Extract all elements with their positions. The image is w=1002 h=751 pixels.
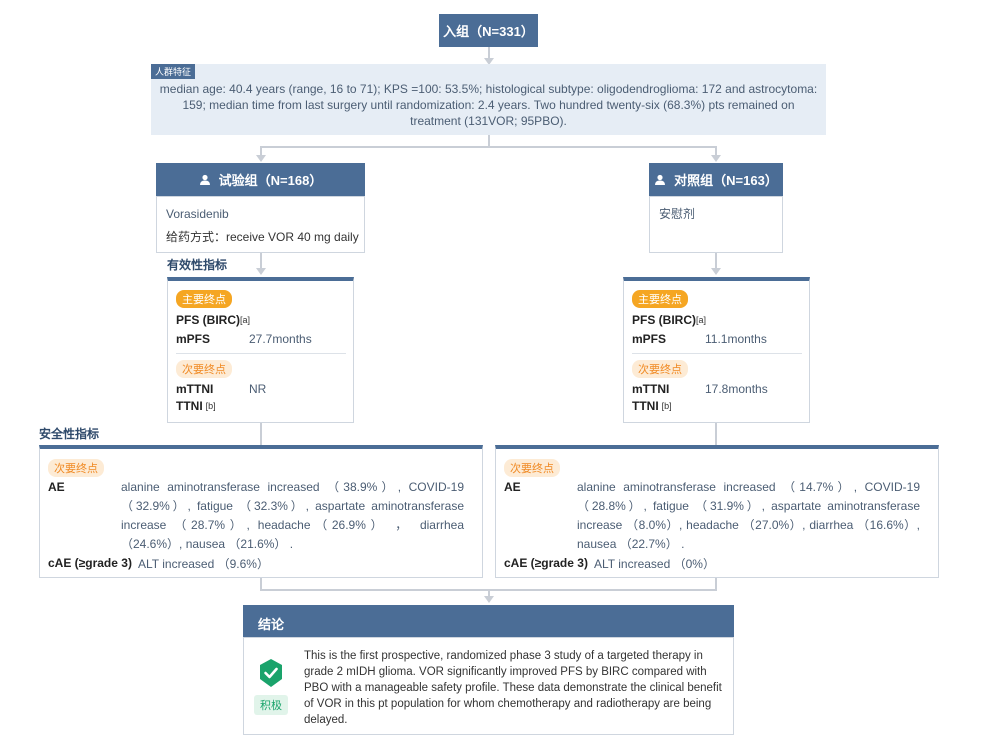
control-drug: 安慰剂	[659, 207, 696, 221]
connector	[715, 253, 717, 269]
trial-safety-box: 次要终点 AE alanine aminotransferase increas…	[39, 445, 483, 578]
control-efficacy-box: 主要终点 PFS (BIRC)[a] mPFS 11.1months 次要终点 …	[623, 277, 810, 423]
pfs-note: [a]	[240, 315, 251, 325]
connector	[715, 578, 717, 590]
mttni-value: 17.8months	[705, 382, 768, 396]
mpfs-value: 27.7months	[249, 332, 312, 346]
secondary-endpoint-badge: 次要终点	[176, 360, 232, 378]
arrow	[711, 268, 721, 275]
cae-value: ALT increased （9.6%）	[138, 557, 269, 571]
cae-value: ALT increased （0%）	[594, 557, 715, 571]
connector	[488, 589, 490, 597]
control-arm-header: 对照组（N=163）	[649, 163, 783, 196]
conclusion-text: This is the first prospective, randomize…	[304, 650, 722, 726]
conclusion-title: 结论	[258, 617, 285, 632]
mttni-label: mTTNI	[632, 382, 670, 396]
population-tag: 人群特征	[151, 64, 196, 79]
trial-efficacy-box: 主要终点 PFS (BIRC)[a] mPFS 27.7months 次要终点 …	[167, 277, 354, 423]
positive-badge: 积极	[254, 695, 288, 715]
arrow	[256, 268, 266, 275]
connector	[260, 578, 262, 590]
primary-endpoint-badge: 主要终点	[632, 290, 688, 308]
connector	[260, 253, 262, 269]
divider	[632, 353, 802, 354]
user-icon	[654, 174, 666, 186]
secondary-endpoint-badge: 次要终点	[632, 360, 688, 378]
positive-check-icon	[257, 658, 285, 693]
arrow	[711, 155, 721, 162]
primary-endpoint-badge: 主要终点	[176, 290, 232, 308]
ae-value: alanine aminotransferase increased （38.9…	[121, 480, 464, 551]
mttni-value: NR	[249, 382, 267, 396]
connector	[488, 135, 490, 147]
efficacy-label: 有效性指标	[167, 258, 228, 272]
arrow	[484, 58, 494, 65]
trial-drug: Vorasidenib	[166, 207, 229, 221]
ttni-label: TTNI	[176, 399, 203, 413]
connector	[715, 146, 717, 156]
divider	[176, 353, 346, 354]
cae-label: cAE (≥grade 3)	[48, 556, 132, 570]
ae-label: AE	[504, 480, 521, 494]
enrollment-label: 入组（N=331）	[443, 24, 534, 39]
secondary-endpoint-badge: 次要终点	[48, 459, 104, 477]
control-arm-title: 对照组（N=163）	[674, 173, 778, 188]
mpfs-label: mPFS	[176, 332, 211, 346]
secondary-endpoint-badge: 次要终点	[504, 459, 560, 477]
ttni-label: TTNI	[632, 399, 659, 413]
trial-dosing: 给药方式：receive VOR 40 mg daily	[166, 230, 359, 244]
safety-label: 安全性指标	[39, 427, 100, 441]
conclusion-body: 积极 This is the first prospective, random…	[243, 637, 734, 735]
connector	[260, 146, 716, 148]
ae-value: alanine aminotransferase increased （14.7…	[577, 480, 920, 551]
connector	[488, 47, 490, 59]
ttni-note: [b]	[661, 401, 672, 411]
control-arm-body: 安慰剂	[649, 196, 783, 253]
pfs-label: PFS (BIRC)	[632, 313, 696, 327]
population-text: median age: 40.4 years (range, 16 to 71)…	[159, 82, 818, 128]
enrollment-box: 入组（N=331）	[439, 14, 538, 47]
mpfs-label: mPFS	[632, 332, 667, 346]
ae-label: AE	[48, 480, 65, 494]
arrow	[484, 596, 494, 603]
mpfs-value: 11.1months	[705, 332, 767, 346]
mttni-label: mTTNI	[176, 382, 214, 396]
conclusion-header: 结论	[243, 605, 734, 637]
control-safety-box: 次要终点 AE alanine aminotransferase increas…	[495, 445, 939, 578]
trial-arm-body: Vorasidenib 给药方式：receive VOR 40 mg daily	[156, 196, 365, 253]
trial-arm-header: 试验组（N=168）	[156, 163, 365, 196]
population-box: 人群特征 median age: 40.4 years (range, 16 t…	[151, 64, 826, 135]
pfs-label: PFS (BIRC)	[176, 313, 240, 327]
trial-arm-title: 试验组（N=168）	[218, 173, 323, 188]
ttni-note: [b]	[205, 401, 216, 411]
cae-label: cAE (≥grade 3)	[504, 556, 588, 570]
arrow	[256, 155, 266, 162]
connector	[715, 423, 717, 445]
pfs-note: [a]	[696, 315, 707, 325]
user-icon	[199, 174, 211, 186]
connector	[260, 146, 262, 156]
connector	[260, 423, 262, 445]
